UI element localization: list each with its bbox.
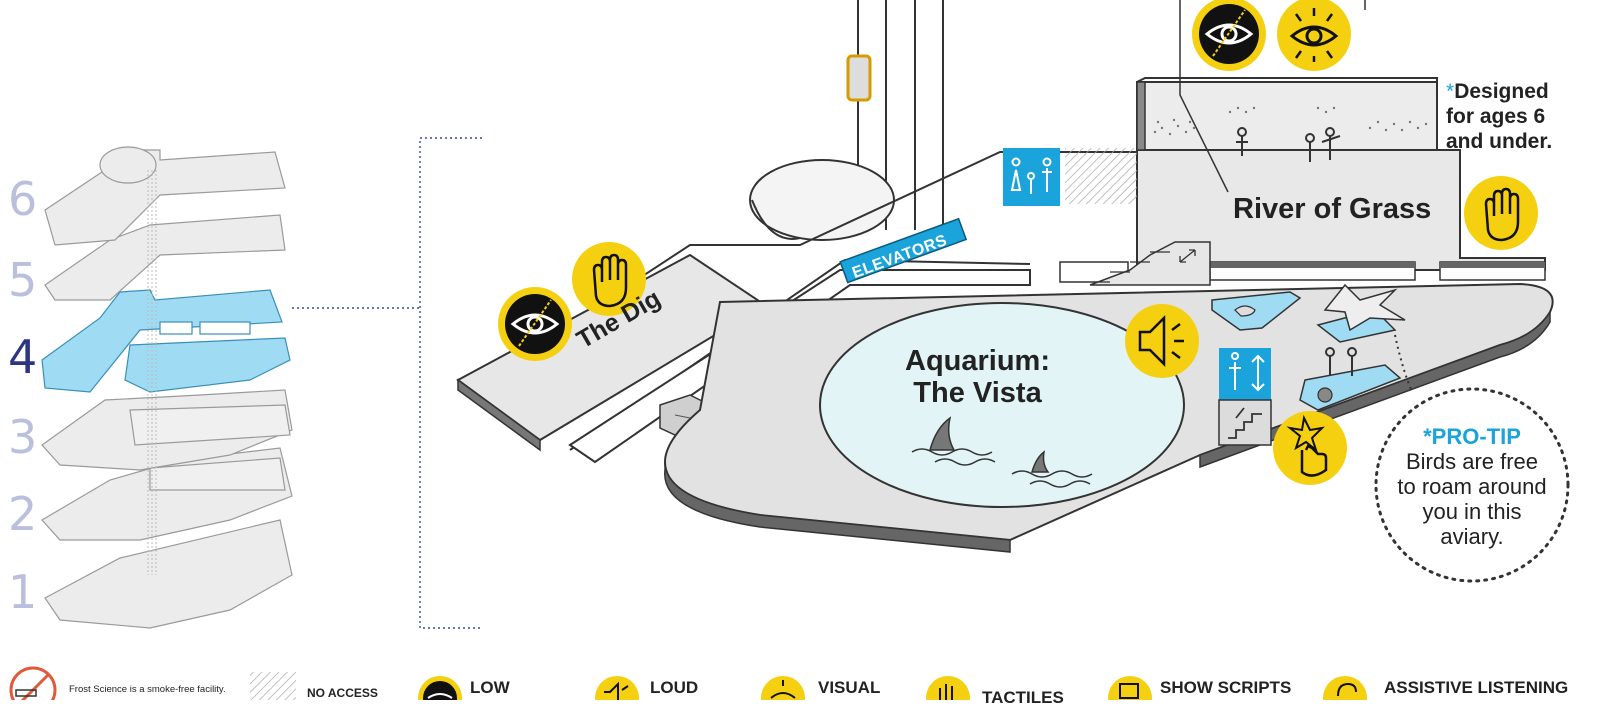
- touch-icon[interactable]: [1273, 411, 1347, 485]
- turtle-pond: [1299, 347, 1402, 411]
- circular-platform: [749, 159, 895, 241]
- hand-icon[interactable]: [1464, 176, 1538, 250]
- no-access-zone: [1065, 148, 1137, 204]
- legend-visual-icon: [761, 676, 805, 700]
- eye-icon[interactable]: [1277, 0, 1351, 71]
- level-6-shape[interactable]: [44, 146, 286, 246]
- legend-no-smoking: [9, 666, 57, 700]
- visitor-figures: [1236, 127, 1341, 162]
- scroll-icon: [1108, 676, 1152, 700]
- family-restroom-icon: [1010, 157, 1052, 194]
- zoom-connector: [292, 137, 482, 629]
- no-smoking-icon: [9, 666, 57, 700]
- elevator-stairs-sign[interactable]: [1218, 348, 1272, 446]
- legend-tactiles: TACTILES: [982, 688, 1064, 707]
- level-3-shape[interactable]: [41, 389, 293, 471]
- level-4-shape[interactable]: [41, 289, 291, 393]
- elevators-sign[interactable]: [839, 217, 968, 284]
- legend-visual: VISUAL: [818, 678, 881, 697]
- staircase-river: [1089, 241, 1211, 286]
- level-3-label[interactable]: 3: [8, 410, 38, 464]
- legend-low: LOW: [470, 678, 510, 697]
- legend-assistive-listening: ASSISTIVE LISTENING: [1384, 678, 1569, 697]
- family-restroom-sign[interactable]: [1003, 148, 1060, 206]
- legend-tactiles-icon: [926, 676, 970, 700]
- legend-no-access: NO ACCESS: [307, 686, 378, 700]
- pro-tip-circle: [1374, 387, 1570, 583]
- hand-icon[interactable]: [572, 242, 646, 316]
- level-stack: [41, 146, 293, 629]
- legend-loud-icon: [595, 676, 639, 700]
- level-5-shape[interactable]: [44, 214, 286, 301]
- aquarium-pool[interactable]: [819, 302, 1185, 508]
- level-4-label[interactable]: 4: [8, 330, 38, 384]
- pro-tip-pointer: [1394, 334, 1413, 393]
- duck-pond: [1211, 291, 1302, 331]
- level-1-shape[interactable]: [44, 519, 293, 629]
- elevator-shaft-lines: [147, 170, 157, 575]
- legend-show-scripts: SHOW SCRIPTS: [1160, 678, 1292, 697]
- stairs-icon: [1228, 407, 1262, 439]
- legend-loud: LOUD: [650, 678, 699, 697]
- eye-slash-icon[interactable]: [498, 287, 572, 361]
- pro-tip-title: *PRO-TIP: [1423, 424, 1521, 449]
- bird-exhibit: [1316, 283, 1406, 343]
- elevator-call-panel[interactable]: [846, 54, 872, 102]
- speaker-icon[interactable]: [1125, 304, 1199, 378]
- legend-low-icon: [418, 676, 462, 700]
- pro-tip-text: *PRO-TIP Birds are free to roam around y…: [1372, 424, 1572, 549]
- river-of-grass-label: River of Grass: [1233, 193, 1432, 225]
- eye-slash-icon[interactable]: [1192, 0, 1266, 71]
- shark-fin-2: [1011, 450, 1093, 488]
- aquarium-label: Aquarium: The Vista: [905, 345, 1050, 409]
- level-1-label[interactable]: 1: [8, 565, 38, 619]
- no-access-swatch: [250, 672, 296, 700]
- shark-fin-1: [911, 416, 996, 466]
- smoke-free-note: Frost Science is a smoke-free facility.: [69, 684, 226, 695]
- ear-icon: [1323, 676, 1367, 700]
- level-2-label[interactable]: 2: [8, 487, 38, 541]
- level-6-label[interactable]: 6: [8, 172, 38, 226]
- the-dig-area[interactable]: [456, 253, 767, 452]
- river-of-grass-area[interactable]: [1136, 0, 1546, 271]
- level-5-label[interactable]: 5: [8, 253, 38, 307]
- age-note-asterisk: *: [1446, 80, 1455, 103]
- age-note: *Designed for ages 6 and under.: [1446, 80, 1553, 153]
- elevator-icon: [1229, 352, 1265, 392]
- level-2-shape[interactable]: [41, 447, 293, 541]
